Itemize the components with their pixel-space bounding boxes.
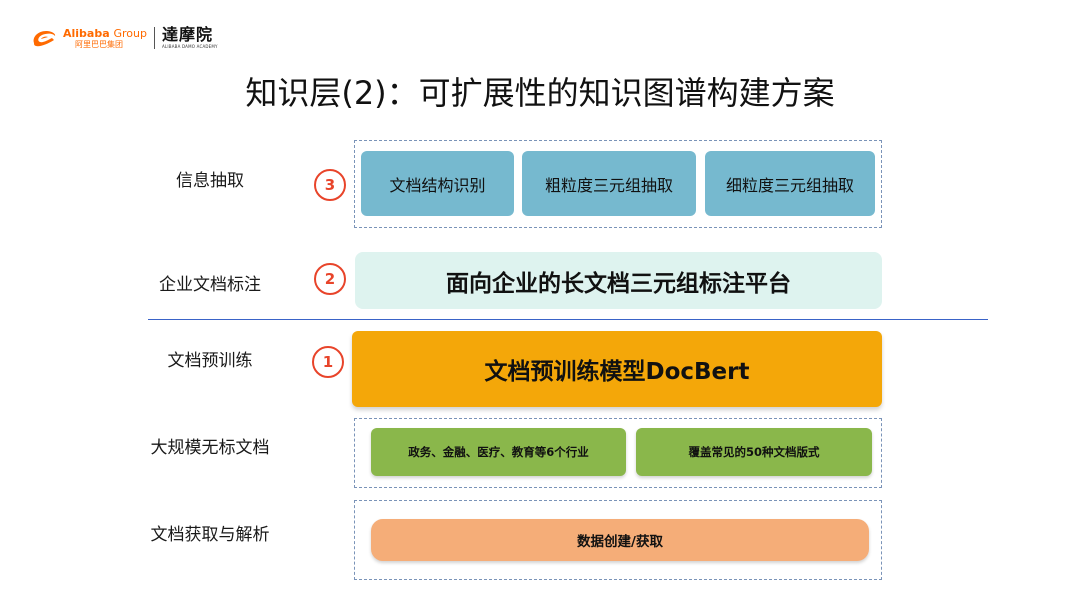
- box-data-creation: 数据创建/获取: [371, 519, 869, 561]
- row-label-doc-acquisition: 文档获取与解析: [150, 525, 270, 545]
- box-annotation-platform: 面向企业的长文档三元组标注平台: [355, 252, 882, 309]
- box-six-industries: 政务、金融、医疗、教育等6个行业: [371, 428, 626, 476]
- alibaba-wordmark: Alibaba Group 阿里巴巴集团: [63, 28, 147, 49]
- row-label-info-extraction: 信息抽取: [176, 171, 244, 191]
- academy-name-en: ALIBABA DAMO ACADEMY: [162, 44, 218, 49]
- unlabeled-docs-group: [354, 418, 882, 488]
- box-coarse-triple-extraction: 粗粒度三元组抽取: [522, 151, 696, 216]
- info-extraction-group: [354, 140, 882, 228]
- row-label-unlabeled-docs: 大规模无标文档: [150, 438, 270, 458]
- academy-name-cn: 達摩院: [162, 25, 214, 44]
- page-title: 知识层(2)：可扩展性的知识图谱构建方案: [245, 74, 835, 112]
- alibaba-logo-icon: [33, 31, 56, 47]
- logo-brand-cn: 阿里巴巴集团: [75, 39, 123, 49]
- row-label-enterprise-annotation: 企业文档标注: [159, 275, 261, 295]
- step-number-1: 1: [312, 346, 344, 378]
- logo-group: Group: [113, 26, 148, 40]
- row-label-doc-pretraining: 文档预训练: [167, 351, 253, 371]
- box-doc-structure-recognition: 文档结构识别: [361, 151, 514, 216]
- box-docbert-model: 文档预训练模型DocBert: [352, 331, 882, 407]
- logo-divider: [154, 27, 155, 49]
- header-logo: Alibaba Group 阿里巴巴集团 達摩院 ALIBABA DAMO AC…: [30, 24, 218, 52]
- damo-academy-logo: 達摩院 ALIBABA DAMO ACADEMY: [162, 27, 218, 49]
- layer-separator: [148, 319, 988, 320]
- logo-brand: Alibaba: [63, 26, 110, 40]
- box-fifty-layouts: 覆盖常见的50种文档版式: [636, 428, 872, 476]
- doc-acquisition-group: [354, 500, 882, 580]
- step-number-2: 2: [314, 263, 346, 295]
- box-fine-triple-extraction: 细粒度三元组抽取: [705, 151, 875, 216]
- step-number-3: 3: [314, 169, 346, 201]
